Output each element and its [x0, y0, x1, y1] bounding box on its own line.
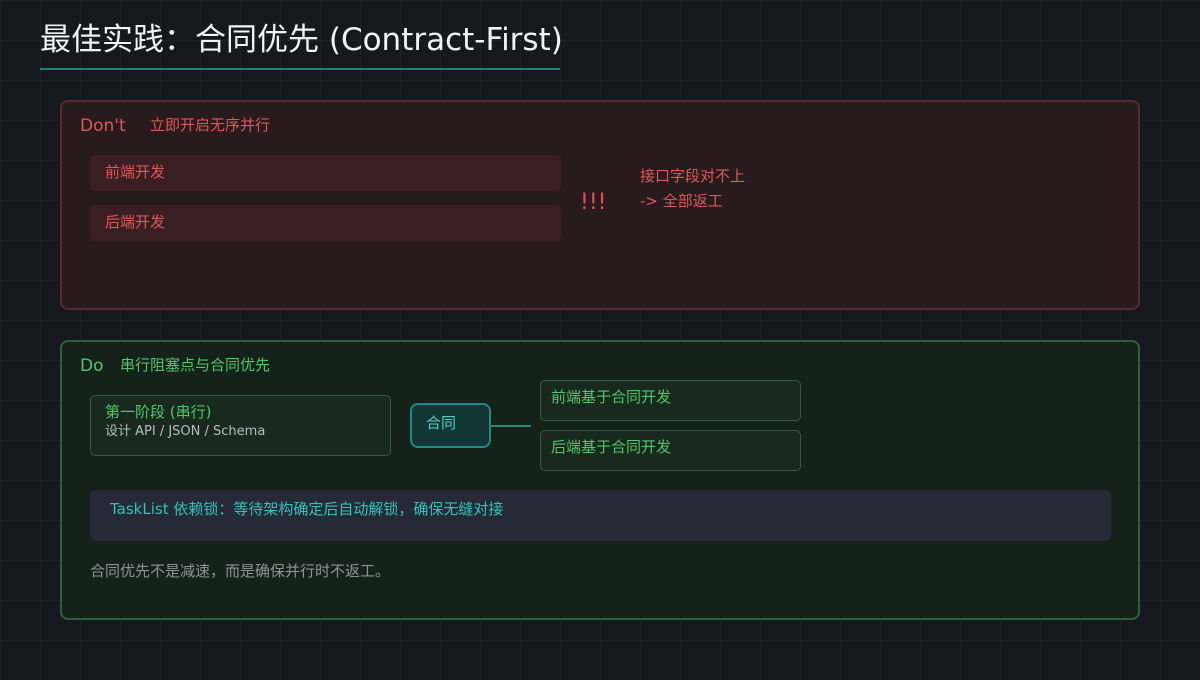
tasklist-note: TaskList 依赖锁：等待架构确定后自动解锁，确保无缝对接	[90, 490, 1111, 541]
alert-icon: !!!	[580, 190, 607, 215]
backend-dev-node: 后端基于合同开发	[540, 430, 801, 471]
do-subtitle: 串行阻塞点与合同优先	[120, 356, 271, 374]
dont-item-backend: 后端开发	[90, 205, 561, 241]
footer-note: 合同优先不是减速，而是确保并行时不返工。	[90, 562, 391, 580]
page-title: 最佳实践：合同优先 (Contract-First)	[40, 22, 563, 58]
dont-message-line1: 接口字段对不上	[640, 167, 746, 185]
dont-subtitle: 立即开启无序并行	[150, 116, 271, 134]
dont-message-line2: -> 全部返工	[640, 192, 723, 210]
dont-tag: Don't	[80, 116, 126, 136]
frontend-dev-node: 前端基于合同开发	[540, 380, 801, 421]
do-tag: Do	[80, 356, 104, 376]
dont-message: 接口字段对不上 -> 全部返工	[640, 164, 745, 214]
phase-description: 设计 API / JSON / Schema	[105, 424, 266, 439]
contract-node: 合同	[410, 403, 491, 448]
do-panel: Do 串行阻塞点与合同优先 第一阶段 (串行) 设计 API / JSON / …	[60, 340, 1140, 620]
dont-item-frontend: 前端开发	[90, 155, 561, 191]
dont-panel: Don't 立即开启无序并行 前端开发 后端开发 !!! 接口字段对不上 -> …	[60, 100, 1140, 310]
phase-title: 第一阶段 (串行)	[105, 403, 212, 421]
contract-connector	[491, 425, 531, 427]
phase-box: 第一阶段 (串行) 设计 API / JSON / Schema	[90, 395, 391, 456]
title-underline	[40, 68, 560, 70]
